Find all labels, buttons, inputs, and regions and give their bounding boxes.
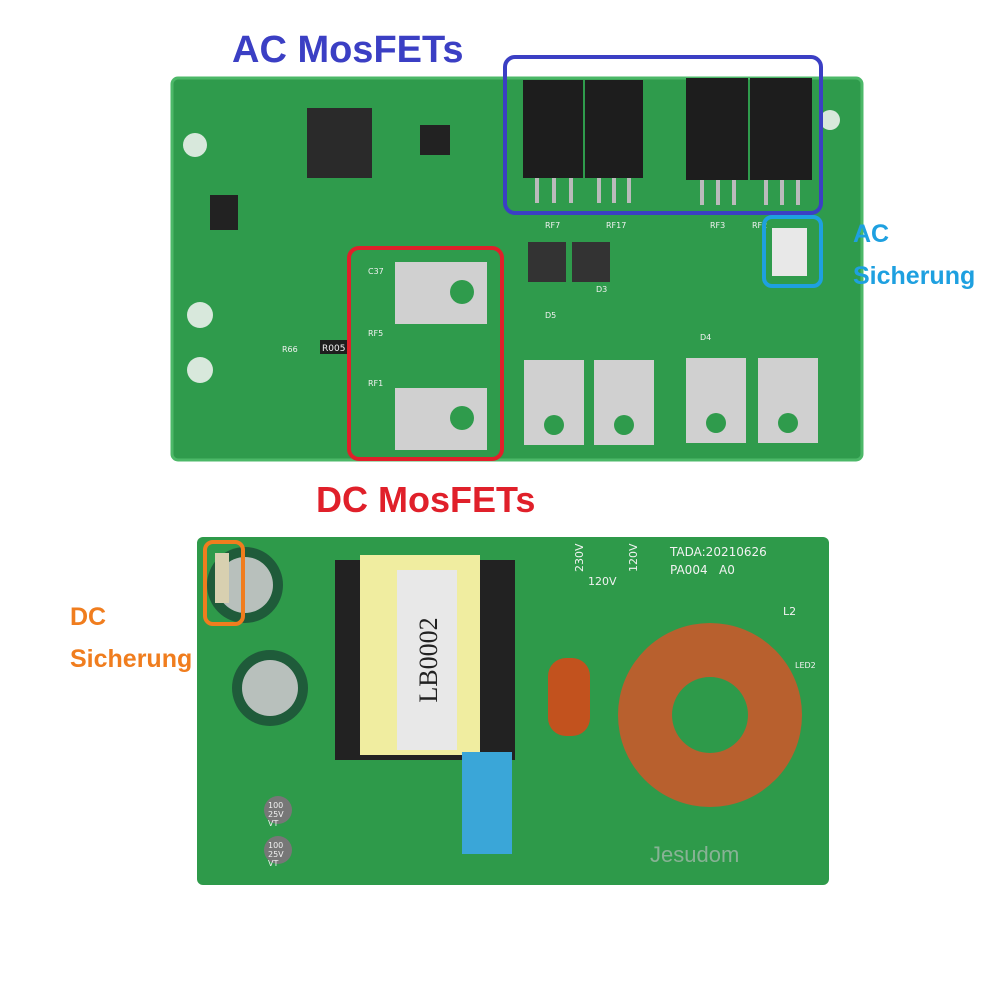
dc-fuse: [215, 553, 229, 603]
silk-rf3: RF3: [710, 221, 725, 230]
film-capacitor: [548, 658, 590, 736]
inductor-label: L2: [783, 605, 796, 618]
model-code: PA004 A0: [670, 563, 735, 577]
ac-fuse-label-line1: AC: [853, 220, 889, 248]
silk-d3: D3: [596, 285, 607, 294]
date-code: TADA:20210626: [669, 545, 767, 559]
top-pcb: R005 R66 RF5 RF1 RF7 RF17 RF3: [170, 76, 864, 462]
x-capacitor: [462, 752, 512, 854]
ac-fuse-highlight-box: [762, 215, 823, 288]
ac-fuse-label-line2: Sicherung: [853, 262, 975, 290]
ac-mosfets-highlight-box: [503, 55, 823, 215]
silk-rf1: RF1: [368, 379, 383, 388]
ac-mosfets: [523, 78, 812, 205]
voltage-120-a: 120V: [627, 543, 640, 572]
microcontroller-chip: [307, 108, 372, 178]
ac-fuse: [772, 228, 807, 276]
silk-rf7: RF7: [545, 221, 560, 230]
top-silkscreen: R66 RF5 RF1 RF7 RF17 RF3 RF2 C37 D5 D3 D…: [282, 221, 767, 388]
dc-mosfets-highlight-box: [347, 246, 504, 461]
silk-r66: R66: [282, 345, 298, 354]
dc-fuse-label-line2: Sicherung: [70, 645, 192, 673]
silk-c37: C37: [368, 267, 384, 276]
transformer-label: LB0002: [414, 617, 443, 702]
silk-d5: D5: [545, 311, 556, 320]
dc-fuse-highlight-box: [203, 540, 245, 626]
silk-rf2: RF2: [752, 221, 767, 230]
silk-rf5: RF5: [368, 329, 383, 338]
shunt-label: R005: [322, 344, 345, 354]
dc-mosfets-label: DC MosFETs: [316, 479, 535, 520]
voltage-230: 230V: [573, 543, 586, 572]
dc-fuse-label-line1: DC: [70, 603, 106, 631]
voltage-120-b: 120V: [588, 575, 617, 588]
ac-mosfets-label: AC MosFETs: [232, 29, 464, 71]
dc-mosfets: [395, 262, 487, 450]
silk-d4: D4: [700, 333, 711, 342]
silk-rf17: RF17: [606, 221, 626, 230]
led-label: LED2: [795, 661, 816, 670]
watermark: Jesudom: [650, 842, 739, 867]
